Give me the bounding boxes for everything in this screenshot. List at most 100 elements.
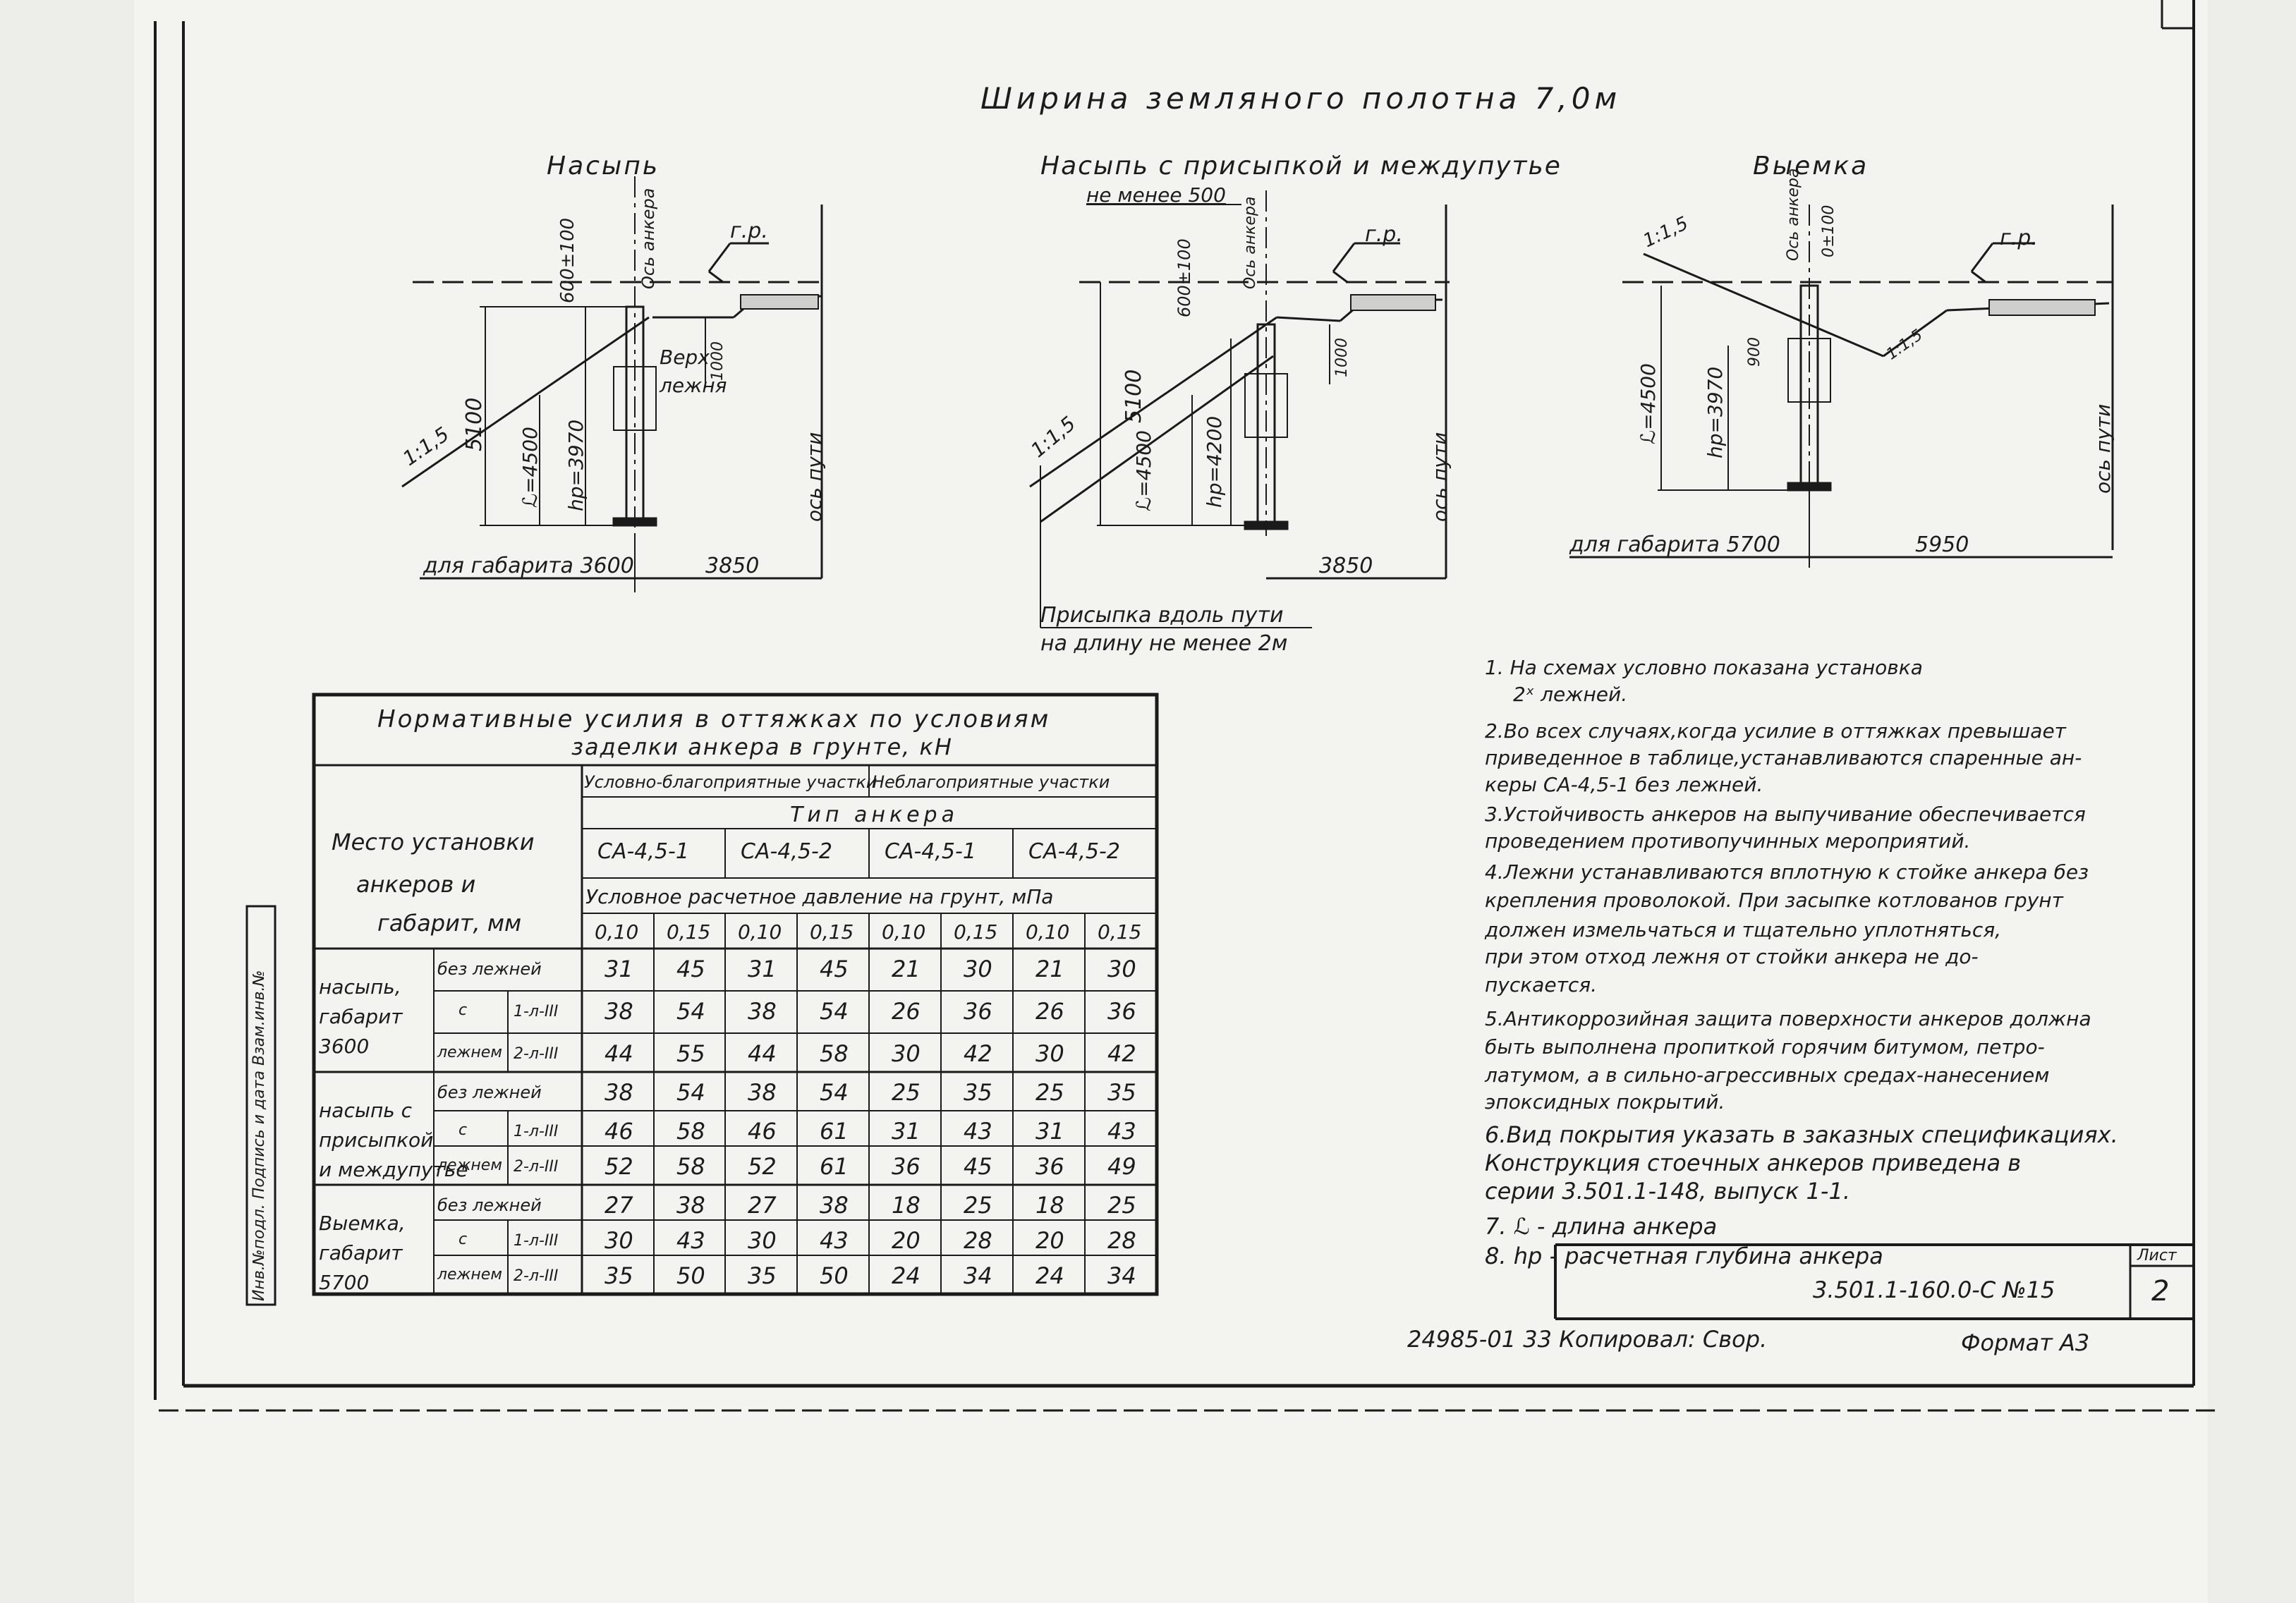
unfavorable-header: Неблагоприятные участки: [872, 772, 1110, 792]
pressure-header: Условное расчетное давление на грунт, мП…: [585, 885, 1054, 908]
row-subtype: с: [458, 1001, 468, 1019]
table-value-cell: 36: [964, 998, 992, 1025]
note-line: 8. hр - расчетная глубина анкера: [1485, 1243, 1883, 1269]
prisypka-line-1: Присыпка вдоль пути: [1040, 603, 1284, 628]
table-value-cell: 38: [748, 998, 777, 1025]
table-value-cell: 54: [676, 1079, 705, 1106]
table-value-cell: 44: [748, 1040, 777, 1067]
table-value-cell: 50: [820, 1262, 849, 1289]
dim-5100: 5100: [462, 397, 487, 451]
table-value-cell: 26: [892, 998, 921, 1025]
gr-label-3: г.р.: [2000, 226, 2038, 250]
note-line: 7. ℒ - длина анкера: [1485, 1213, 1718, 1240]
table-value-cell: 43: [964, 1118, 992, 1145]
L-label-3: ℒ=4500: [1636, 363, 1660, 444]
gabarit-label-3: для габарита 5700: [1569, 532, 1780, 557]
table-value-cell: 20: [892, 1227, 921, 1254]
table-value-cell: 38: [676, 1192, 705, 1219]
table-value-cell: 35: [605, 1262, 633, 1289]
anchor-axis-label-2: Ось анкера: [1241, 196, 1259, 289]
note-line: быть выполнена пропиткой горячим битумом…: [1485, 1035, 2045, 1059]
table-title-1: Нормативные усилия в оттяжках по условия…: [377, 705, 1051, 733]
section-nasyp-drawing: [401, 176, 825, 592]
hp-label-3: hр=3970: [1703, 366, 1727, 458]
dim-5950: 5950: [1915, 532, 1969, 557]
row-subtype: с: [458, 1121, 468, 1139]
place-label-1: Место установки: [332, 829, 535, 855]
favorable-header: Условно-благоприятные участки: [584, 772, 877, 792]
table-value-cell: 34: [1107, 1262, 1136, 1289]
copied-label: 24985-01 33 Копировал: Свор.: [1407, 1326, 1768, 1353]
row-lezhen-type: 2-л-III: [514, 1158, 559, 1176]
note-line: 2ˣ лежней.: [1513, 683, 1628, 706]
note-line: 3.Устойчивость анкеров на выпучивание об…: [1485, 803, 2086, 826]
table-value-cell: 38: [605, 1079, 633, 1106]
pressure-cell: 0,15: [1098, 920, 1142, 944]
group-name: 5700: [319, 1271, 370, 1294]
table-value-cell: 46: [748, 1118, 777, 1145]
hp-label-2: hр=4200: [1203, 415, 1226, 508]
anchor-axis-label-3: Ось анкера: [1785, 168, 1802, 261]
pressure-cell: 0,15: [954, 920, 998, 944]
dim-600-2: 600±100: [1174, 238, 1194, 317]
note-line: пускается.: [1485, 973, 1598, 996]
pressure-cell: 0,10: [738, 920, 782, 944]
group-name: Выемка,: [319, 1212, 406, 1235]
note-line: 5.Антикоррозийная защита поверхности анк…: [1485, 1007, 2091, 1030]
sheet-label: Лист: [2137, 1247, 2177, 1264]
pressure-cell: 0,10: [1026, 920, 1070, 944]
note-line: должен измельчаться и тщательно уплотнят…: [1485, 918, 2002, 941]
dim-900: 900: [1746, 337, 1763, 367]
pressure-cell: 0,10: [882, 920, 926, 944]
table-value-cell: 52: [748, 1153, 777, 1180]
L-label: ℒ=4500: [518, 427, 542, 508]
table-value-cell: 25: [964, 1192, 992, 1219]
table-value-cell: 25: [892, 1079, 921, 1106]
table-value-cell: 20: [1035, 1227, 1064, 1254]
track-axis-label-2: ось пути: [1428, 432, 1452, 522]
side-strip-label: Инв.№подл. Подпись и дата Взам.инв.№: [250, 970, 268, 1301]
note-line: при этом отход лежня от стойки анкера не…: [1485, 945, 1979, 968]
track-axis-label-3: ось пути: [2091, 403, 2115, 494]
note-line: крепления проволокой. При засыпке котлов…: [1485, 889, 2063, 912]
table-value-cell: 30: [892, 1040, 921, 1067]
pressure-cell: 0,10: [595, 920, 639, 944]
table-value-cell: 31: [1035, 1118, 1064, 1145]
place-label-3: габарит, мм: [377, 910, 522, 937]
dim-1000: 1000: [709, 341, 727, 381]
table-value-cell: 28: [1107, 1227, 1136, 1254]
table-value-cell: 42: [964, 1040, 992, 1067]
row-subtype: с: [458, 1231, 468, 1248]
note-line: Конструкция стоечных анкеров приведена в: [1485, 1150, 2022, 1176]
table-title-2: заделки анкера в грунте, кН: [571, 733, 953, 760]
frame: [154, 0, 2215, 1412]
table-value-cell: 54: [820, 998, 849, 1025]
table-value-cell: 54: [820, 1079, 849, 1106]
gabarit-label: для габарита 3600: [423, 554, 634, 578]
row-subtype: лежнем: [437, 1044, 502, 1061]
table-value-cell: 36: [1107, 998, 1136, 1025]
section-prisyp-drawing: [1029, 190, 1450, 628]
note-line: эпоксидных покрытий.: [1485, 1090, 1725, 1114]
table-value-cell: 54: [676, 998, 705, 1025]
group-name: габарит: [319, 1005, 403, 1028]
row-lezhen-type: 2-л-III: [514, 1045, 559, 1063]
dim-5100-2: 5100: [1122, 369, 1146, 423]
table-value-cell: 27: [748, 1192, 777, 1219]
dim-0: 0±100: [1820, 205, 1838, 257]
row-subtype: без лежней: [437, 959, 542, 979]
anchor-type-cell: СА-4,5-2: [741, 839, 832, 864]
dim-1000-2: 1000: [1333, 338, 1351, 377]
table-value-cell: 24: [892, 1262, 921, 1289]
table-value-columns: [653, 913, 1086, 1294]
table-value-cell: 35: [1107, 1079, 1136, 1106]
table-value-cell: 24: [1035, 1262, 1064, 1289]
anchor-type-cell: СА-4,5-2: [1028, 839, 1120, 864]
table-value-cell: 43: [1107, 1118, 1136, 1145]
track-axis-label: ось пути: [803, 432, 826, 522]
table-value-cell: 44: [605, 1040, 633, 1067]
table-value-cell: 30: [1107, 956, 1136, 982]
table-value-cell: 30: [748, 1227, 777, 1254]
table-value-cell: 31: [748, 956, 777, 982]
